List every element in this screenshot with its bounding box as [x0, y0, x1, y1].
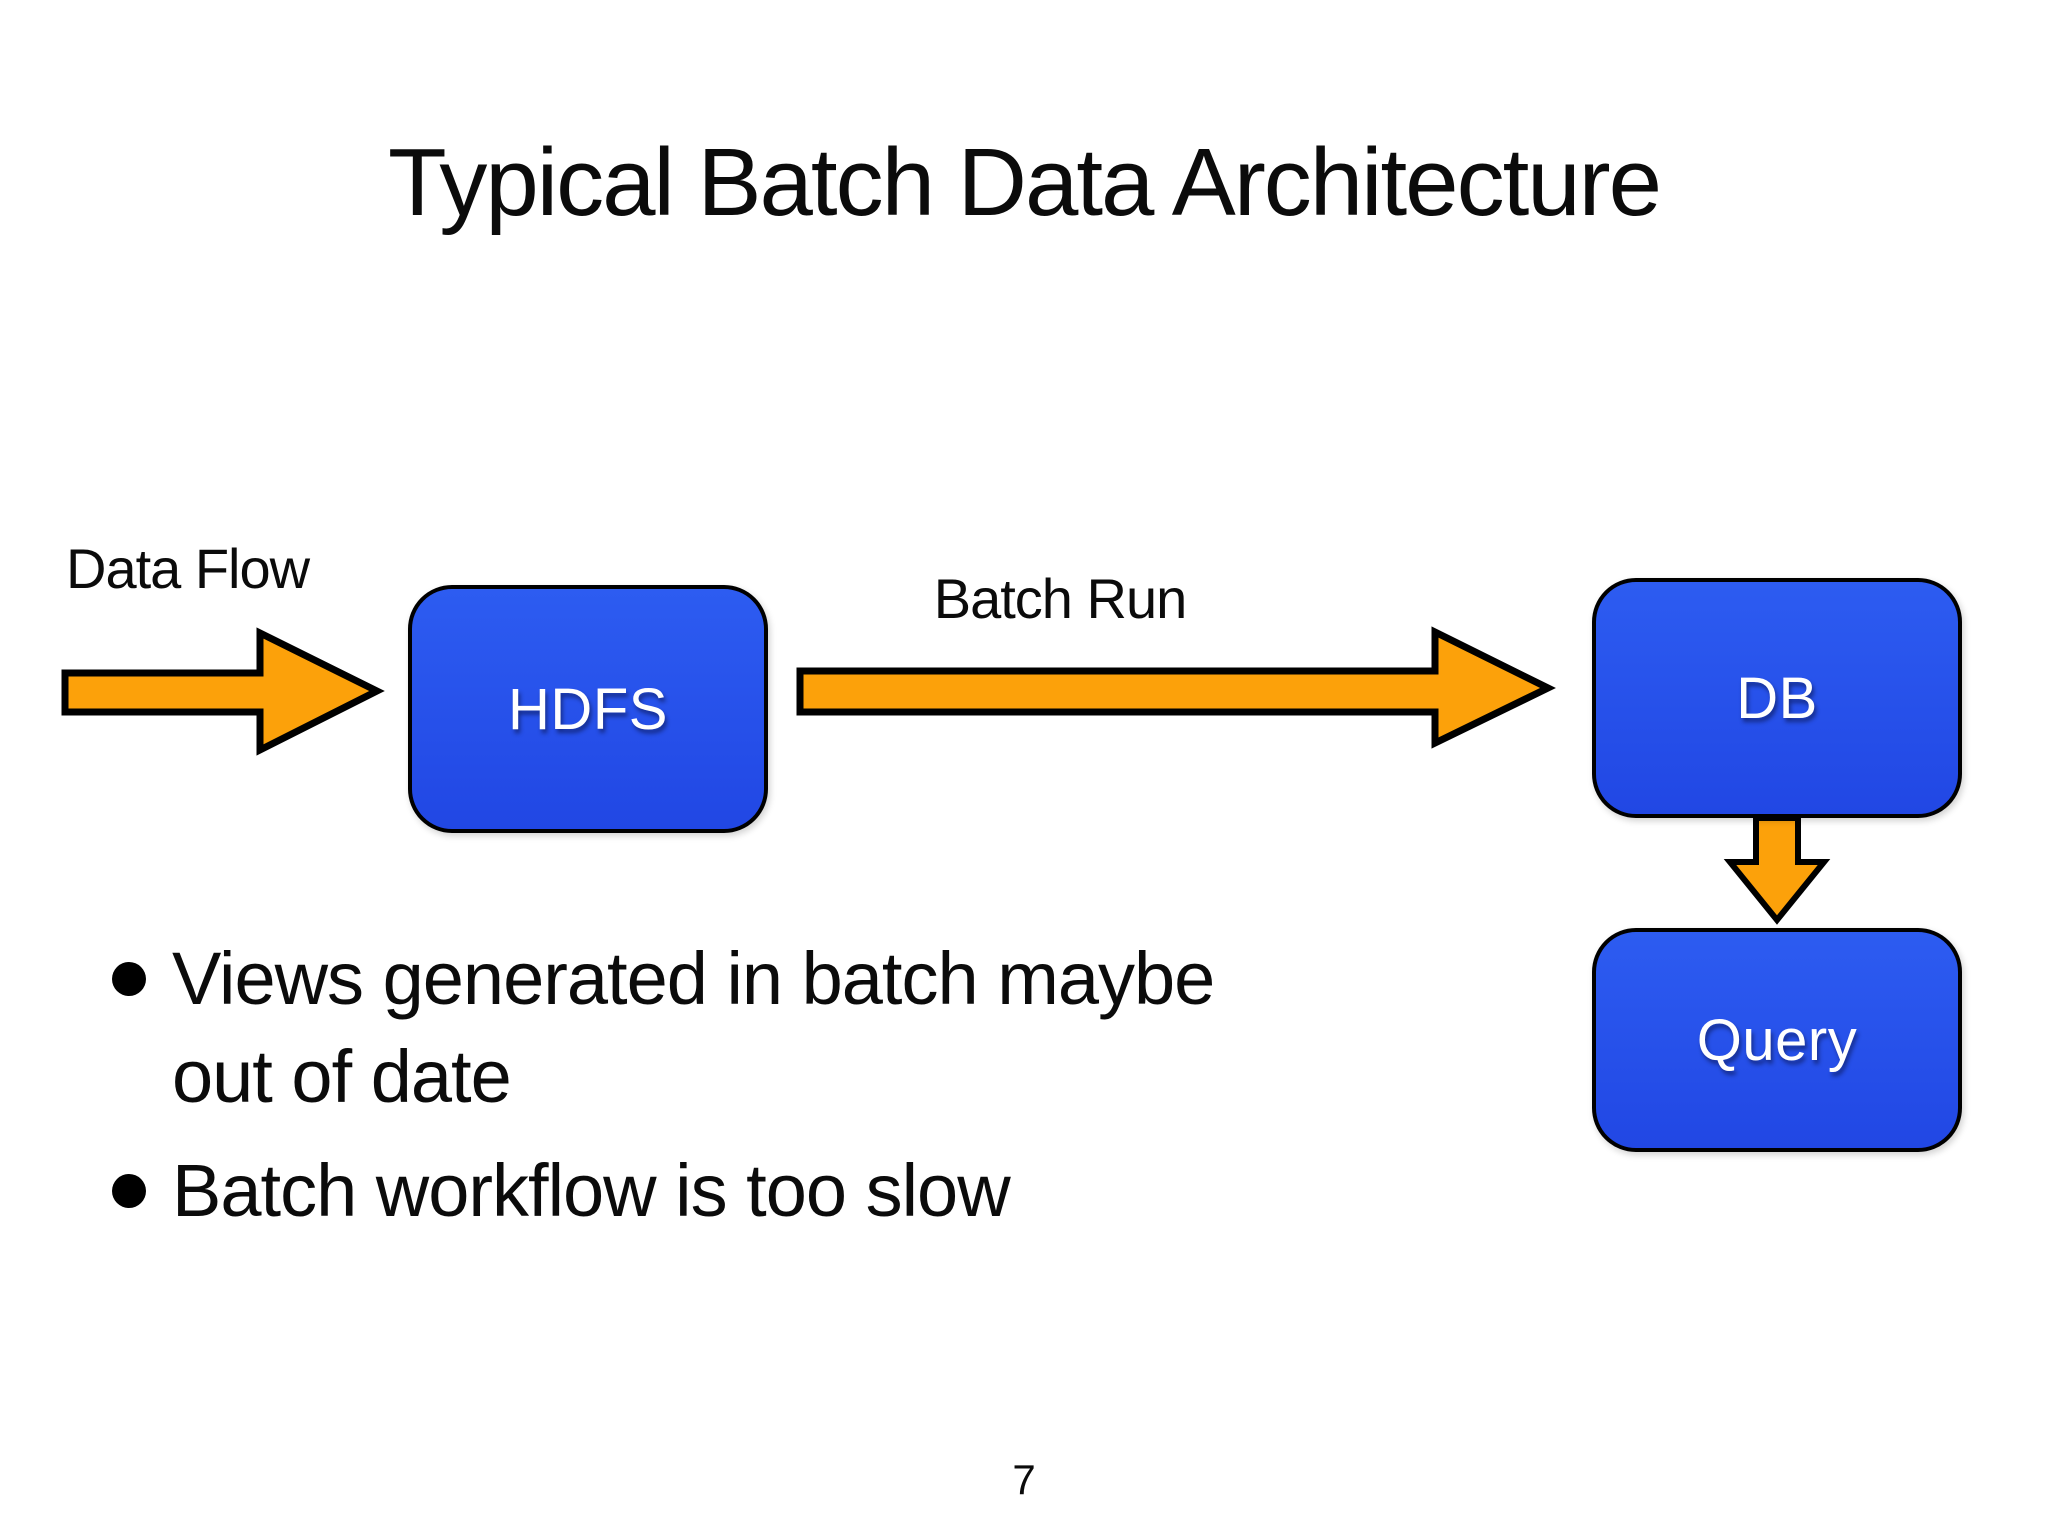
node-db-label: DB — [1736, 665, 1818, 731]
bullet-text: Batch workflow is too slow — [172, 1149, 1011, 1232]
node-db: DB — [1592, 578, 1962, 818]
node-query: Query — [1592, 928, 1962, 1152]
page-number: 7 — [1012, 1456, 1036, 1503]
bullet-text: Views generated in batch maybe out of da… — [172, 937, 1215, 1118]
data-flow-label: Data Flow — [66, 537, 310, 600]
node-hdfs: HDFS — [408, 585, 768, 833]
node-query-label: Query — [1696, 1007, 1858, 1073]
slide-title: Typical Batch Data Architecture — [388, 129, 1662, 236]
bullet-dot-icon — [112, 1174, 146, 1208]
db-to-query-arrow-icon — [1723, 815, 1831, 925]
bullet-list: Views generated in batch maybe out of da… — [112, 930, 1412, 1240]
data-flow-arrow-icon — [61, 627, 385, 756]
bullet-item: Views generated in batch maybe out of da… — [112, 930, 1412, 1126]
batch-run-label: Batch Run — [933, 567, 1188, 630]
node-hdfs-label: HDFS — [508, 676, 668, 742]
batch-run-arrow-icon — [796, 626, 1556, 749]
bullet-item: Batch workflow is too slow — [112, 1142, 1412, 1240]
bullet-dot-icon — [112, 962, 146, 996]
